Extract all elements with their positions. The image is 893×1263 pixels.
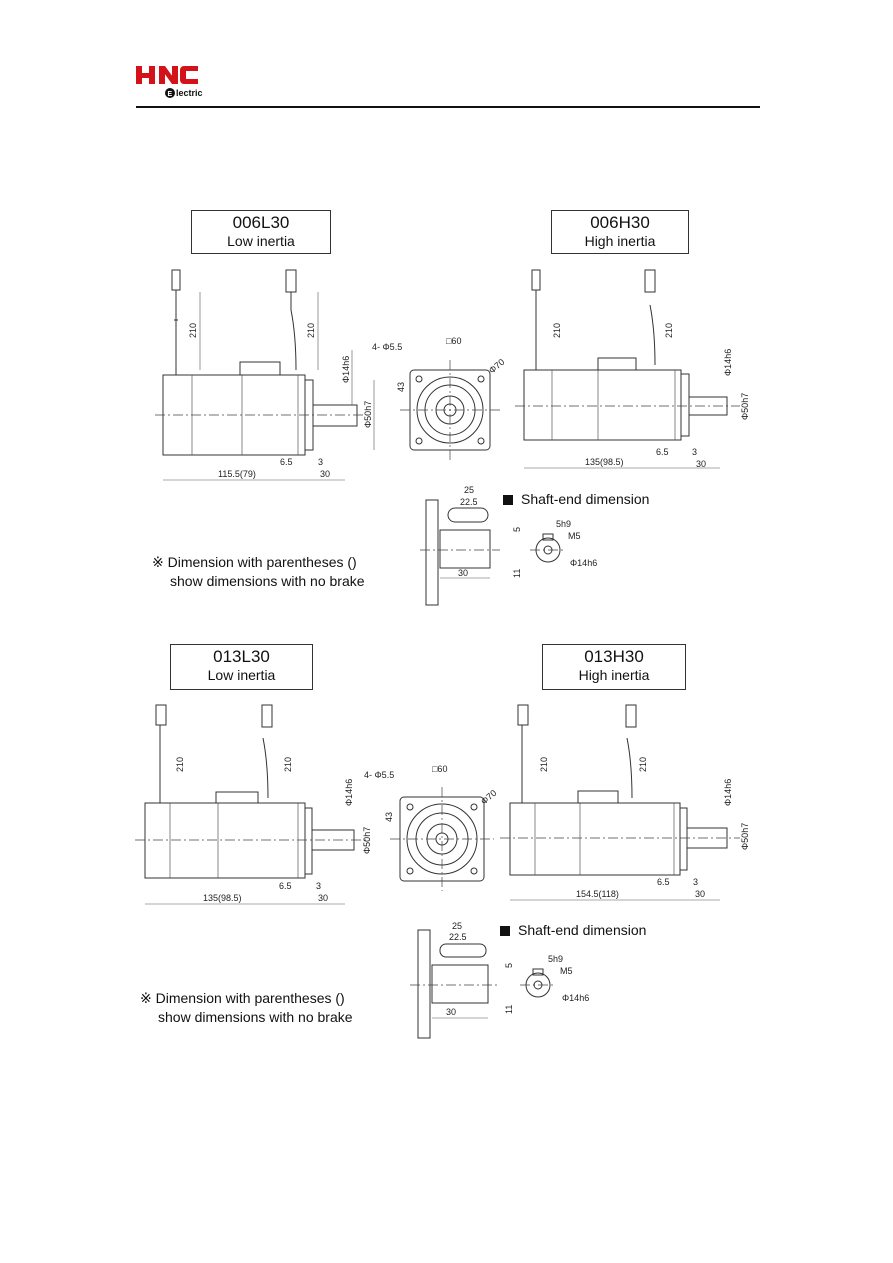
model-box-006L30: 006L30 Low inertia (191, 210, 331, 254)
shaft-end-title-text: Shaft-end dimension (518, 922, 647, 938)
cable-length-label: 210 (306, 323, 316, 338)
flange-front-view-2: 4- Φ5.5 □60 Φ70 43 (364, 764, 498, 891)
motor-drawing-013H30: 210 210 Φ14h6 Φ50h7 154.5(118) 6.5 3 30 (500, 704, 750, 901)
square-size-label: □60 (432, 764, 447, 774)
cable-length-label: 210 (664, 323, 674, 338)
motor-drawing-013L30: 210 210 Φ14h6 Φ50h7 135(98.5) 6.5 3 30 (135, 704, 372, 905)
gap-label: 3 (693, 877, 698, 887)
model-box-006H30: 006H30 High inertia (551, 210, 689, 254)
shaft-end-title: Shaft-end dimension (500, 922, 646, 938)
model-kind: High inertia (578, 667, 650, 683)
key-length-2-label: 22.5 (449, 932, 467, 942)
step-label: 6.5 (656, 447, 669, 457)
cable-length-label: 210 (188, 323, 198, 338)
pcd-label: Φ70 (479, 788, 499, 807)
square-bullet-icon (503, 495, 513, 505)
shaft-diameter-label: Φ14h6 (344, 779, 354, 806)
brake-note: ※ Dimension with parentheses () show dim… (152, 553, 365, 590)
brake-note: ※ Dimension with parentheses () show dim… (140, 989, 353, 1026)
key-tolerance-label: 5h9 (548, 954, 563, 964)
depth-label: 11 (504, 1005, 514, 1014)
cable-length-label: 210 (552, 323, 562, 338)
svg-text:E: E (168, 91, 173, 98)
key-width-label: 5 (512, 527, 522, 532)
body-length-label: 135(98.5) (585, 457, 624, 467)
header-rule (136, 106, 760, 108)
flange-diameter-label: Φ50h7 (740, 393, 750, 420)
shaft-length-label: 30 (320, 469, 330, 479)
key-width-label: 5 (504, 963, 514, 968)
model-kind: Low inertia (207, 667, 276, 683)
motor-drawing-006L30: 210 210 Φ14h6 Φ50h7 115.5(79) 6.5 3 30 (155, 269, 375, 481)
model-box-013H30: 013H30 High inertia (542, 644, 686, 690)
gap-label: 3 (692, 447, 697, 457)
gap-label: 3 (318, 457, 323, 467)
body-length-label: 154.5(118) (576, 889, 619, 899)
shaft-length-label: 30 (458, 568, 468, 578)
reference-mark-icon: ※ (152, 555, 164, 571)
model-code: 006H30 (590, 213, 650, 232)
cable-length-label: 210 (175, 757, 185, 772)
step-label: 6.5 (657, 877, 670, 887)
square-size-label: □60 (446, 336, 461, 346)
hnc-logo-graphic: E lectric (136, 66, 203, 98)
shaft-length-label: 30 (695, 889, 705, 899)
key-tolerance-label: 5h9 (556, 519, 571, 529)
note-line-1: Dimension with parentheses () (155, 990, 345, 1006)
depth-label: 11 (512, 569, 522, 578)
shaft-diameter-label: Φ14h6 (723, 349, 733, 376)
model-box-013L30: 013L30 Low inertia (170, 644, 313, 690)
model-kind: High inertia (584, 233, 656, 249)
shaft-length-label: 30 (318, 893, 328, 903)
motor-drawing-006H30: 210 210 Φ14h6 Φ50h7 135(98.5) 6.5 3 30 (515, 269, 750, 469)
flange-diameter-label: Φ50h7 (740, 823, 750, 850)
mounting-holes-label: 4- Φ5.5 (372, 342, 402, 352)
key-length-2-label: 22.5 (460, 497, 478, 507)
model-code: 013L30 (213, 647, 270, 666)
flange-height-label: 43 (396, 382, 406, 392)
key-length-label: 25 (452, 921, 462, 931)
svg-text:lectric: lectric (176, 88, 203, 98)
step-label: 6.5 (280, 457, 293, 467)
reference-mark-icon: ※ (140, 991, 152, 1007)
shaft-end-title: Shaft-end dimension (503, 491, 649, 507)
key-length-label: 25 (464, 485, 474, 495)
model-code: 006L30 (232, 213, 290, 232)
shaft-diameter-label: Φ14h6 (723, 779, 733, 806)
flange-diameter-label: Φ50h7 (362, 827, 372, 854)
cable-length-label: 210 (638, 757, 648, 772)
square-bullet-icon (500, 926, 510, 936)
thread-label: M5 (560, 966, 573, 976)
brand-logo: E lectric (136, 62, 232, 102)
note-line-1: Dimension with parentheses () (167, 554, 357, 570)
model-code: 013H30 (584, 647, 644, 666)
shaft-diameter-label: Φ14h6 (570, 558, 597, 568)
shaft-length-label: 30 (696, 459, 706, 469)
model-kind: Low inertia (227, 233, 295, 249)
shaft-end-detail-2: 25 22.5 30 5 5h9 M5 Φ14h6 11 (410, 921, 589, 1039)
shaft-diameter-label: Φ14h6 (341, 356, 351, 383)
shaft-length-label: 30 (446, 1007, 456, 1017)
mounting-holes-label: 4- Φ5.5 (364, 770, 394, 780)
flange-height-label: 43 (384, 812, 394, 822)
body-length-label: 115.5(79) (218, 469, 256, 479)
cable-length-label: 210 (539, 757, 549, 772)
step-label: 6.5 (279, 881, 292, 891)
shaft-end-detail-1: 25 22.5 30 5 5h9 M5 Φ14h6 11 (420, 485, 597, 606)
thread-label: M5 (568, 531, 581, 541)
note-line-2: show dimensions with no brake (158, 1009, 353, 1025)
note-line-2: show dimensions with no brake (170, 573, 365, 589)
flange-diameter-label: Φ50h7 (363, 401, 373, 428)
cable-length-label: 210 (283, 757, 293, 772)
gap-label: 3 (316, 881, 321, 891)
shaft-diameter-label: Φ14h6 (562, 993, 589, 1003)
shaft-end-title-text: Shaft-end dimension (521, 491, 650, 507)
body-length-label: 135(98.5) (203, 893, 242, 903)
